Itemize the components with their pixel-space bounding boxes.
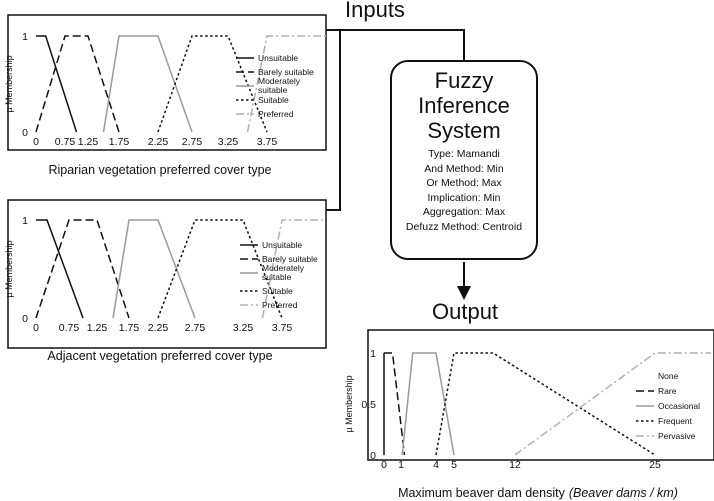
series-line-barely-suitable [35, 35, 120, 133]
x-tick-label: 1.25 [78, 136, 99, 148]
series-line-rare [384, 352, 406, 456]
connectors [326, 29, 465, 288]
inputs-label: Inputs [345, 0, 405, 22]
x-tick-label: 1 [398, 459, 404, 471]
x-tick-label: 4 [433, 459, 439, 471]
legend-label: Preferred [262, 300, 298, 310]
x-axis-label: Riparian vegetation preferred cover type [48, 163, 271, 177]
series-line-preferred [246, 35, 326, 133]
fis-title: Fuzzy Inference System [418, 68, 510, 143]
y-tick-label: 0.5 [361, 399, 376, 411]
x-tick-label: 2.25 [148, 322, 169, 334]
x-tick-label: 3.25 [233, 322, 254, 334]
x-tick-label: 2.25 [148, 136, 169, 148]
output-label: Output [432, 299, 499, 324]
fis-param-defuzz-method: Defuzz Method: Centroid [405, 220, 523, 233]
y-tick-label: 0 [22, 313, 28, 325]
y-axis-label: µ Membership [4, 240, 14, 297]
fis-param-aggregation: Aggregation: Max [422, 206, 506, 219]
series-line-unsuitable [36, 35, 78, 133]
fis-param-type: Type: Mamandi [428, 148, 500, 160]
legend-label: Pervasive [658, 431, 696, 441]
fis-param-implication: Implication: Min [427, 191, 501, 204]
series-line-barely-suitable [35, 219, 130, 319]
series-line-unsuitable [36, 219, 84, 319]
legend-label: Unsuitable [262, 240, 302, 250]
x-tick-label: 12 [509, 459, 521, 471]
series-line-suitable [157, 219, 283, 319]
fis-param-and-method: And Method: Min [424, 162, 504, 175]
x-tick-label: 0 [381, 459, 387, 471]
y-tick-label: 1 [22, 215, 28, 227]
chart-frame [7, 199, 327, 349]
legend-label: Unsuitable [258, 53, 298, 63]
legend-label: Rare [658, 386, 677, 396]
x-tick-label: 3.25 [218, 136, 239, 148]
legend-label: Occasional [658, 401, 700, 411]
x-tick-label: 25 [649, 459, 661, 471]
x-tick-label: 2.75 [185, 322, 206, 334]
x-tick-label: 5 [451, 459, 457, 471]
series-line-frequent [435, 352, 656, 456]
legend-label: Frequent [658, 416, 693, 426]
x-axis-label: Maximum beaver dam density(Beaver dams /… [398, 486, 678, 500]
series-line-preferred [261, 219, 326, 319]
adjacent-membership-chart: 0 0.75 1.25 1.75 2.25 2.75 3.25 3.75 0 1 µ Members… [4, 199, 327, 363]
x-tick-label: 0 [33, 322, 39, 334]
input-connector-line [326, 29, 341, 211]
legend-label: Barely suitable [262, 254, 318, 264]
series-line-suitable [157, 35, 268, 133]
y-axis-label: µ Membership [4, 55, 14, 112]
y-tick-label: 1 [22, 31, 28, 43]
x-tick-label: 0.75 [59, 322, 80, 334]
fis-param-or-method: Or Method: Max [426, 177, 502, 190]
fis-parameters: Type: Mamandi And Method: Min Or Method:… [392, 147, 536, 235]
x-tick-label: 0.75 [55, 136, 76, 148]
legend-label: Suitable [262, 286, 293, 296]
arrow-head-icon [457, 286, 471, 300]
x-tick-label: 3.75 [257, 136, 278, 148]
legend-label: Preferred [258, 109, 294, 119]
y-axis-label: µ Membership [344, 375, 354, 432]
x-tick-label: 3.75 [272, 322, 293, 334]
x-tick-label: 2.75 [182, 136, 203, 148]
legend-label: None [658, 371, 679, 381]
series-line-pervasive [514, 352, 711, 456]
x-axis-label: Adjacent vegetation preferred cover type [47, 349, 272, 363]
y-tick-label: 0 [22, 127, 28, 139]
y-tick-label: 1 [370, 348, 376, 360]
legend-label: Barely suitable [258, 67, 314, 77]
chart-frame [367, 329, 714, 461]
legend-label: Suitable [258, 95, 289, 105]
x-tick-label: 0 [33, 136, 39, 148]
fuzzy-inference-system-box: Fuzzy Inference System Type: Mamandi And… [390, 60, 538, 260]
x-tick-label: 1.25 [87, 322, 108, 334]
x-tick-label: 1.75 [119, 322, 140, 334]
input-to-fis-line [340, 29, 465, 62]
x-tick-label: 1.75 [109, 136, 130, 148]
y-tick-label: 0 [370, 450, 376, 462]
